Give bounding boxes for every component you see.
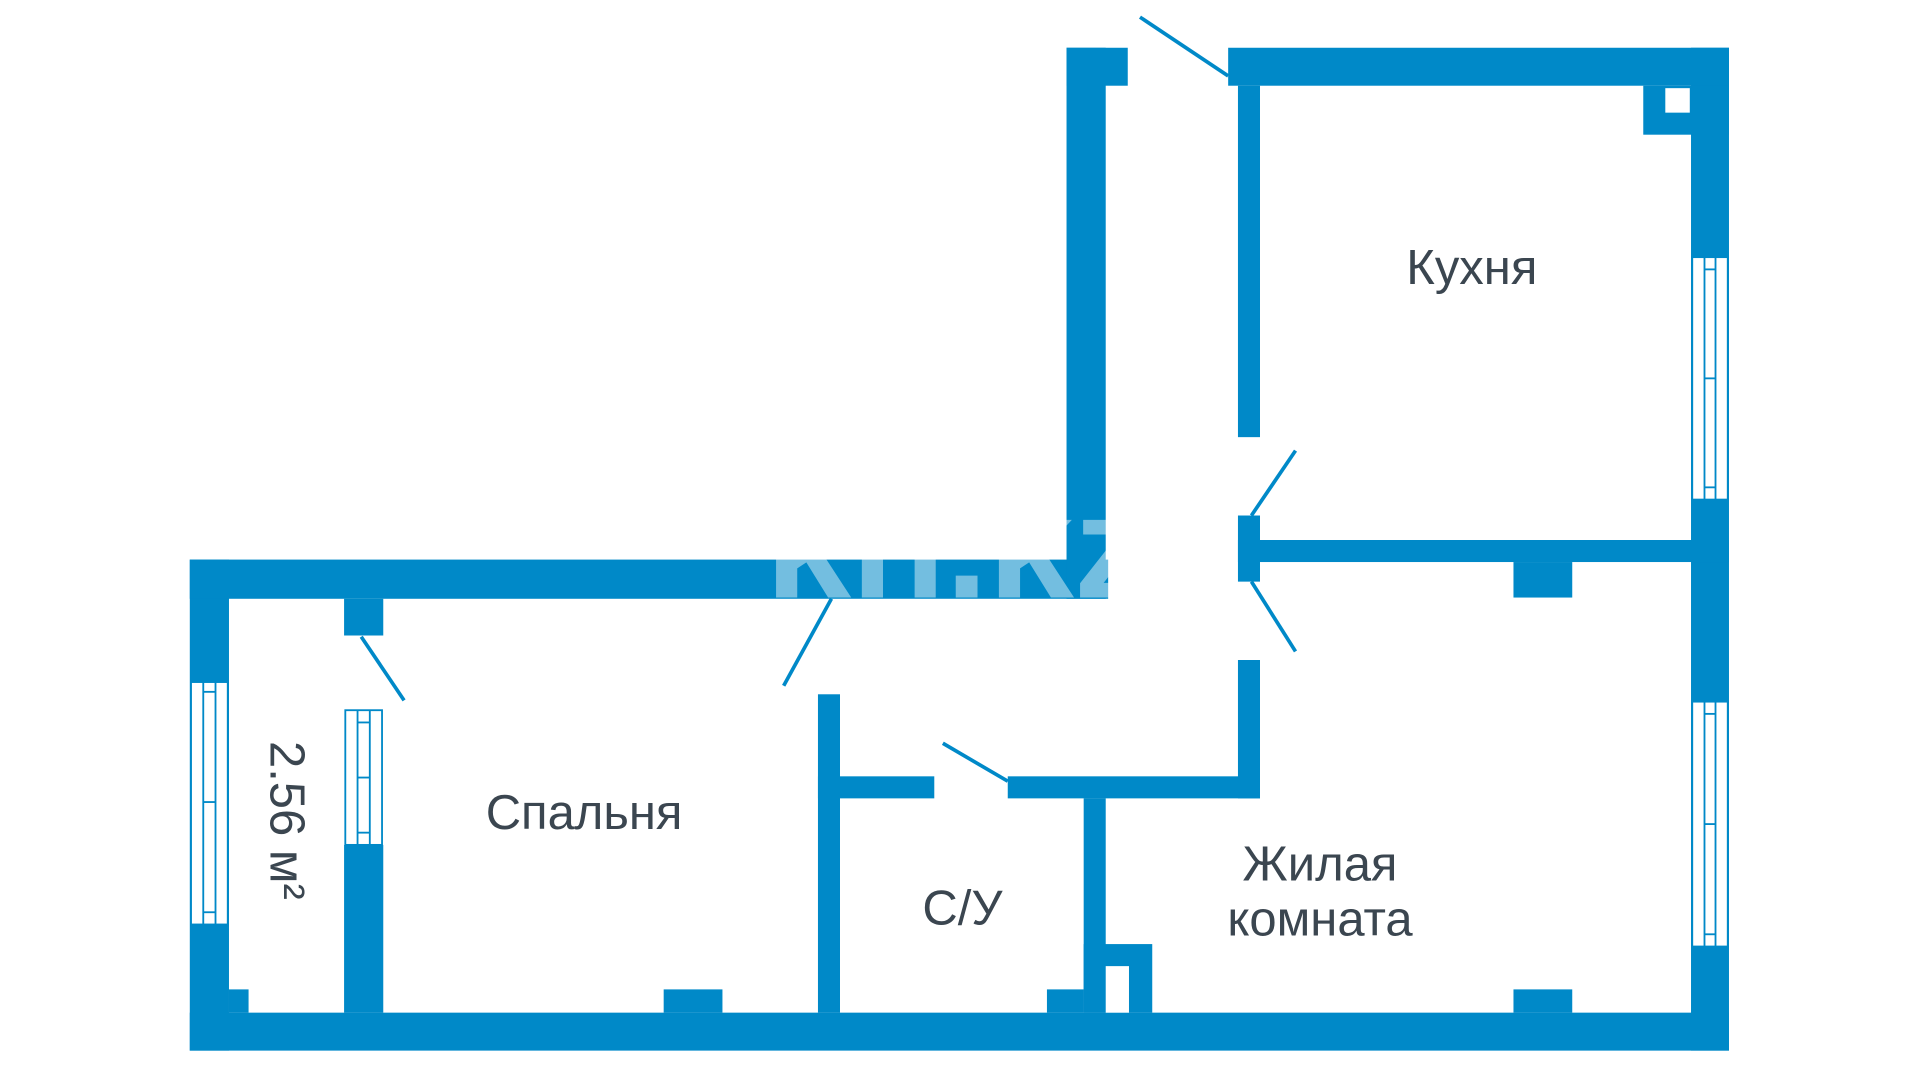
wall-top-stub: [1066, 47, 1128, 86]
room-label-living-2: комната: [1227, 893, 1413, 947]
door-bedroom: [782, 597, 834, 687]
stub-3: [1046, 989, 1084, 1013]
window-kitchen: [1691, 256, 1729, 501]
wall-balcony-stub: [344, 598, 384, 636]
wall-top-left: [189, 559, 1109, 599]
walls: [189, 47, 1729, 1051]
wall-living-left: [1237, 660, 1260, 799]
stub-4: [1513, 989, 1573, 1013]
room-label-bedroom: Спальня: [486, 786, 683, 840]
wall-bath-top-right: [1007, 776, 1260, 799]
wall-bath-left: [817, 694, 840, 1013]
room-label-living-1: Жилая: [1243, 837, 1398, 891]
column-living-top: [1513, 562, 1573, 598]
doors: [359, 15, 1298, 783]
window-living: [1691, 700, 1729, 948]
shaft-void: [1105, 966, 1129, 1013]
windows: [190, 256, 1729, 948]
door-balcony: [359, 635, 406, 702]
door-kitchen: [1249, 449, 1298, 517]
wall-kitchen-bottom: [1237, 540, 1729, 563]
watermark: kn.kz: [765, 466, 1151, 630]
stub-1: [228, 989, 249, 1013]
door-bathroom: [941, 741, 1009, 783]
wall-kitchen-left: [1237, 85, 1260, 438]
window-balcony: [344, 709, 383, 846]
wall-corridor-left: [1066, 47, 1106, 599]
door-post: [1237, 515, 1260, 582]
wall-balcony-lower: [344, 844, 384, 1013]
door-living: [1249, 580, 1298, 653]
room-label-bathroom: С/У: [922, 881, 1003, 935]
stub-2: [663, 989, 723, 1013]
door-entrance: [1138, 15, 1230, 78]
wall-bottom: [189, 1012, 1729, 1051]
window-left: [190, 681, 229, 926]
balcony-area-label: 2.56 м²: [260, 741, 314, 900]
kitchen-shaft-void: [1665, 88, 1690, 113]
wall-bath-top-left: [817, 776, 935, 799]
wall-top-right: [1228, 47, 1729, 86]
room-label-kitchen: Кухня: [1406, 241, 1537, 295]
